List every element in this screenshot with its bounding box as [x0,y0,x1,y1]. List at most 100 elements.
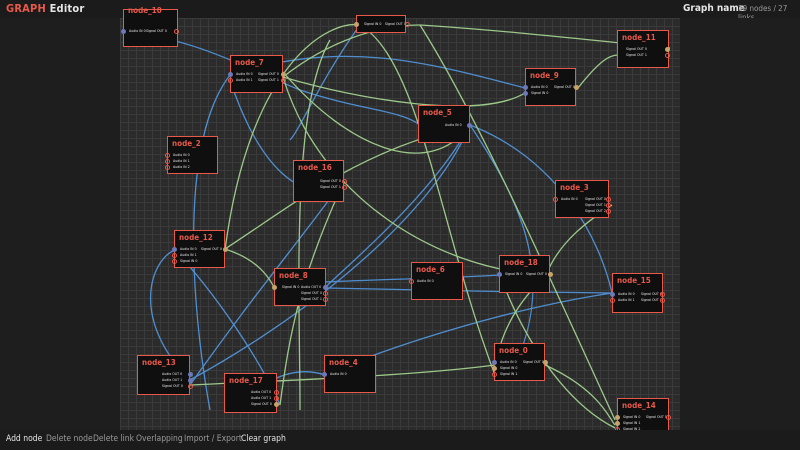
port-out[interactable]: Signal OUT 0 [641,292,665,297]
port-out[interactable]: Signal OUT 0 [320,179,347,184]
port-dot-icon[interactable] [497,272,502,277]
port-out[interactable]: Signal OUT 1 [626,53,670,58]
port-in[interactable]: Signal IN 1 [492,372,517,377]
node-7[interactable]: node_7 Audio IN 0 Audio IN 1 Signal OUT … [228,55,286,93]
add-node-button[interactable]: Add node [6,434,43,444]
node-18[interactable]: node_18 Signal IN 0 Signal OUT 0 [497,255,553,293]
graph-name[interactable]: Graph name [683,3,745,14]
node-12[interactable]: node_12 Audio IN 0 Audio IN 1 Signal IN … [172,230,228,268]
port-out[interactable]: Signal OUT 0 [526,272,553,277]
port-out[interactable]: Signal OUT 0 [385,22,410,27]
port-out[interactable]: Signal OUT 0 [554,85,579,90]
node-4[interactable]: node_4 Audio IN 0 [322,355,376,393]
port-out[interactable]: Signal OUT 0 [523,360,548,365]
port-in[interactable]: Audio IN 1 [165,159,190,164]
port-dot-icon[interactable] [523,85,528,90]
port-in[interactable]: Audio IN 0 [121,29,146,34]
port-out[interactable]: Signal OUT 0 [251,402,279,407]
node-16[interactable]: node_16 Signal OUT 0 Signal OUT 1 [293,160,347,202]
port-out[interactable]: Audio OUT 1 [162,378,193,383]
port-in[interactable]: Audio IN 2 [165,165,190,170]
overlapping-button[interactable]: Overlapping [136,434,183,444]
port-dot-icon[interactable] [492,372,497,377]
node-5[interactable]: node_5 Audio IN 0 [418,105,472,143]
port-dot-icon[interactable] [660,298,665,303]
port-dot-icon[interactable] [548,272,553,277]
port-in[interactable]: Signal IN 0 [497,272,522,277]
port-dot-icon[interactable] [274,396,279,401]
port-out[interactable]: Audio IN 0 [445,123,472,128]
port-in[interactable]: Signal IN 0 [354,22,381,27]
port-in[interactable]: Audio IN 0 [523,85,548,90]
port-dot-icon[interactable] [606,203,611,208]
port-dot-icon[interactable] [228,78,233,83]
port-dot-icon[interactable] [228,72,233,77]
port-out[interactable]: Signal OUT 1 [641,298,665,303]
node-10[interactable]: node_10 Audio IN 0 Signal OUT 0 [121,6,179,47]
port-dot-icon[interactable] [354,22,359,27]
port-dot-icon[interactable] [553,197,558,202]
port-dot-icon[interactable] [323,285,328,290]
port-out[interactable]: Signal OUT 0 [585,197,611,202]
port-dot-icon[interactable] [543,360,548,365]
port-dot-icon[interactable] [174,29,179,34]
port-dot-icon[interactable] [188,378,193,383]
port-dot-icon[interactable] [165,153,170,158]
port-dot-icon[interactable] [323,291,328,296]
port-dot-icon[interactable] [610,298,615,303]
port-dot-icon[interactable] [323,297,328,302]
port-dot-icon[interactable] [492,366,497,371]
port-in[interactable]: Audio IN 0 [172,247,197,252]
node-17[interactable]: node_17 Audio OUT 0 Audio OUT 1 Signal O… [224,373,279,413]
port-dot-icon[interactable] [274,402,279,407]
port-in[interactable]: Signal IN 0 [172,259,197,264]
port-in[interactable]: Audio IN 0 [610,292,635,297]
port-dot-icon[interactable] [405,22,410,27]
port-out[interactable]: Signal OUT 0 [201,247,228,252]
delete-link-button[interactable]: Delete link [93,434,135,444]
node-13[interactable]: node_13 Audio OUT 0 Audio OUT 1 Signal O… [137,355,193,395]
port-dot-icon[interactable] [660,292,665,297]
port-in[interactable]: Audio IN 0 [228,72,253,77]
delete-node-button[interactable]: Delete node [46,434,93,444]
port-dot-icon[interactable] [172,253,177,258]
port-out[interactable]: Signal OUT 0 [626,47,670,52]
port-dot-icon[interactable] [188,372,193,377]
port-dot-icon[interactable] [172,247,177,252]
node-top[interactable]: Signal IN 0 Signal OUT 0 [354,15,410,33]
port-dot-icon[interactable] [188,384,193,389]
port-in[interactable]: Audio IN 0 [492,360,517,365]
port-out[interactable]: Signal OUT 2 [585,209,611,214]
import-export-button[interactable]: Import / Export [184,434,242,444]
port-dot-icon[interactable] [342,179,347,184]
node-14[interactable]: node_14 Signal IN 0 Signal IN 1 Signal I… [615,398,671,433]
node-8[interactable]: node_8 Signal IN 0 Audio OUT 0 Signal OU… [272,268,328,306]
port-dot-icon[interactable] [606,209,611,214]
port-dot-icon[interactable] [523,91,528,96]
node-11[interactable]: node_11 Signal OUT 0 Signal OUT 1 [617,30,670,68]
port-out[interactable]: Signal OUT 0 [258,72,286,77]
port-in[interactable]: Signal IN 0 [615,415,640,420]
node-0[interactable]: node_0 Audio IN 0 Signal IN 0 Signal IN … [492,343,548,381]
port-dot-icon[interactable] [272,285,277,290]
port-dot-icon[interactable] [121,29,126,34]
port-out[interactable]: Signal OUT 0 [301,291,328,296]
port-in[interactable]: Audio IN 0 [553,197,578,202]
node-3[interactable]: node_3 Audio IN 0 Signal OUT 0 Signal OU… [553,180,611,218]
port-in[interactable]: Audio IN 1 [610,298,635,303]
port-in[interactable]: Audio IN 1 [172,253,197,258]
port-in[interactable]: Audio IN 0 [165,153,190,158]
port-dot-icon[interactable] [666,415,671,420]
port-out[interactable]: Signal OUT 1 [585,203,611,208]
port-in[interactable]: Audio IN 1 [228,78,253,83]
port-in[interactable]: Signal IN 0 [272,285,299,290]
port-dot-icon[interactable] [281,72,286,77]
node-2[interactable]: node_2 Audio IN 0 Audio IN 1 Audio IN 2 [165,136,218,174]
port-dot-icon[interactable] [665,53,670,58]
port-dot-icon[interactable] [615,415,620,420]
port-dot-icon[interactable] [606,197,611,202]
port-out[interactable]: Audio OUT 0 [301,285,328,290]
port-in[interactable]: Signal IN 0 [492,366,517,371]
port-dot-icon[interactable] [467,123,472,128]
port-dot-icon[interactable] [492,360,497,365]
